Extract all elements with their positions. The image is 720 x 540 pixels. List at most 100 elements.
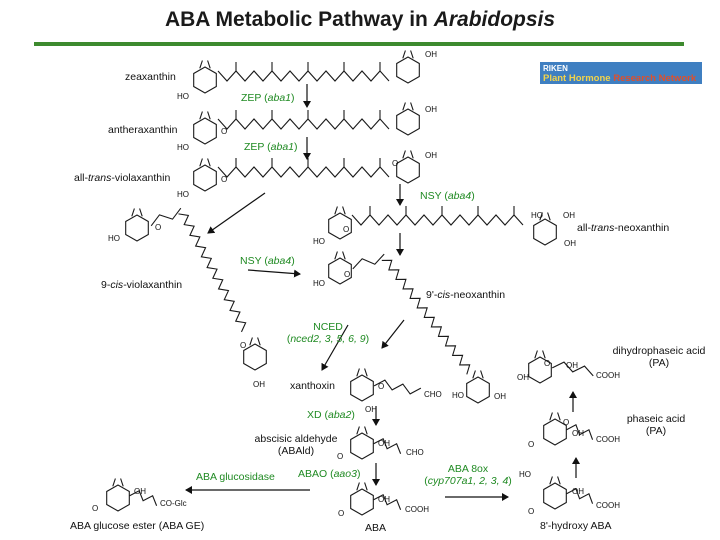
enzyme-zep1-pre: ZEP ( [241, 92, 268, 104]
chain-nx [351, 214, 524, 226]
atom-cooh-dpa: COOH [596, 371, 620, 380]
enzyme-zep-1: ZEP (aba1) [241, 92, 295, 104]
atom-cho-xanthoxin: CHO [424, 390, 442, 399]
enzyme-zep-2: ZEP (aba1) [244, 141, 298, 153]
chain-xanthoxin [373, 379, 422, 395]
atom-o-dpa-bridge: O [544, 359, 550, 368]
logo-riken: RIKEN [543, 64, 568, 73]
atom-ho-nx: HO [313, 237, 325, 246]
chain-pa [566, 423, 594, 440]
atom-oh-9cnx-bottom: OH [494, 392, 506, 401]
ring-vx-left-methyl [207, 158, 211, 167]
ring-9cvx-top [125, 214, 149, 242]
enzyme-aba-8ox: ABA 8ox(cyp707a1, 2, 3, 4) [412, 463, 524, 487]
enzyme-aba-glucosidase: ABA glucosidase [196, 471, 275, 483]
enzyme-8ox2-it: cyp707a1, 2, 3, 4 [427, 475, 509, 487]
enzyme-zep1-it: aba1 [267, 92, 292, 104]
enzyme-abao-pre: ABAO ( [298, 468, 334, 480]
ring-8oh-methyl [549, 476, 553, 485]
ring-dpa [528, 356, 552, 384]
atom-oh-nx-right: OH [563, 211, 575, 220]
atom-o-aba: O [338, 509, 344, 518]
enzyme-nced2-it: nced2, 3, 5, 6, 9 [290, 333, 366, 345]
slide-title: ABA Metabolic Pathway in Arabidopsis [0, 8, 720, 32]
atom-labels: OH HO OH O HO OH O O HO O HO O OH O HO H… [92, 50, 620, 518]
ring-xanthoxin-methyl [356, 368, 360, 377]
ring-9cnx-bottom [466, 376, 490, 404]
label-all-trans-neoxanthin: all-trans-neoxanthin [577, 222, 669, 234]
chain-aba [373, 493, 402, 510]
atom-oh-dpa-ring: OH [517, 373, 529, 382]
atom-o-pa-bridge: O [563, 418, 569, 427]
enzyme-xd-it: aba2 [328, 409, 352, 421]
atom-o-xanthoxin: O [378, 382, 384, 391]
ring-abage [106, 484, 130, 512]
chain-9cvx-a [150, 207, 182, 227]
ring-vx-left [193, 164, 217, 192]
label-aba-glucose-ester: ABA glucose ester (ABA GE) [70, 520, 205, 532]
enzyme-abao: ABAO (aao3) [298, 468, 360, 480]
label-antheraxanthin: antheraxanthin [108, 124, 178, 136]
ring-aba-methyl [356, 482, 360, 491]
enzyme-8ox-line2: (cyp707a1, 2, 3, 4) [412, 475, 524, 487]
atom-ho-9cnx: HO [313, 279, 325, 288]
label-all-trans-nx-pre: all- [577, 222, 592, 234]
enzyme-nced: NCED(nced2, 3, 5, 6, 9) [268, 321, 388, 345]
atom-oh-8oh: OH [572, 487, 584, 496]
atom-oh-aba: OH [378, 495, 390, 504]
atom-o-abage: O [92, 504, 98, 513]
label-aba: ABA [365, 522, 387, 534]
label-phaseic-acid: phaseic acid(PA) [616, 413, 696, 437]
enzyme-nsy-1: NSY (aba4) [420, 190, 475, 202]
ring-xanthoxin-methyl [364, 368, 368, 377]
atom-oh-abage: OH [134, 487, 146, 496]
ring-abald [350, 432, 374, 460]
chain-abage [129, 489, 158, 506]
enzyme-xd-pre: XD ( [307, 409, 328, 421]
title-divider [34, 42, 684, 46]
ring-zea-right-methyl [410, 50, 414, 59]
atom-ho-9cnx-bottom: HO [452, 391, 464, 400]
ring-zea-left [193, 66, 217, 94]
label-9-cis-neoxanthin: 9'-cis-neoxanthin [426, 289, 505, 301]
chain-dpa [551, 361, 594, 377]
logo-text: Plant Hormone Research Network [543, 73, 697, 84]
chain-vx [217, 166, 390, 178]
ring-nx-left-methyl [342, 206, 346, 215]
ring-vx-right-methyl [402, 150, 406, 159]
chain-9cvx-b [178, 213, 247, 333]
atom-oh-abald: OH [378, 439, 390, 448]
label-8-hydroxy-aba: 8'-hydroxy ABA [540, 520, 612, 532]
enzyme-zep2-post: ) [294, 141, 298, 153]
atom-o-abald: O [337, 452, 343, 461]
ring-abald-methyl [364, 426, 368, 435]
atom-oglc-abage: CO-Glc [160, 499, 187, 508]
atom-oh-xanthoxin: OH [365, 405, 377, 414]
label-dpa-line1: dihydrophaseic acid [612, 345, 706, 357]
arrow-9cvx-to-9cnx [247, 269, 301, 278]
label-zeaxanthin: zeaxanthin [125, 71, 176, 83]
ring-dpa-methyl [542, 350, 546, 359]
atom-ho-anth: HO [177, 143, 189, 152]
chain-9cnx-a [352, 253, 385, 270]
atom-ho-vx: HO [177, 190, 189, 199]
ring-pa-methyl [557, 412, 561, 421]
enzyme-nsy-2: NSY (aba4) [240, 255, 295, 267]
ring-8oh [543, 482, 567, 510]
enzyme-nsy2-it: aba4 [267, 255, 292, 267]
arrow-9cnx-to-xanthoxin [381, 319, 405, 349]
chain-8oh [566, 487, 594, 504]
enzyme-zep2-it: aba1 [270, 141, 295, 153]
atom-o-nx: O [343, 225, 349, 234]
label-all-trans-nx-it: trans [591, 222, 615, 234]
ring-9cvx-bottom-methyl [249, 337, 253, 346]
label-pa-line1: phaseic acid [626, 413, 686, 425]
label-9-cis-violaxanthin: 9-cis-violaxanthin [101, 279, 182, 291]
plant-hormone-network-logo: RIKEN Plant Hormone Research Network [540, 62, 702, 84]
label-9cnx-post: -neoxanthin [450, 289, 506, 301]
ring-9cnx-bottom-methyl [472, 370, 476, 379]
label-abscisic-aldehyde: abscisic aldehyde(ABAld) [246, 433, 346, 457]
ring-zea-right-methyl [402, 50, 406, 59]
ring-aba [350, 488, 374, 516]
